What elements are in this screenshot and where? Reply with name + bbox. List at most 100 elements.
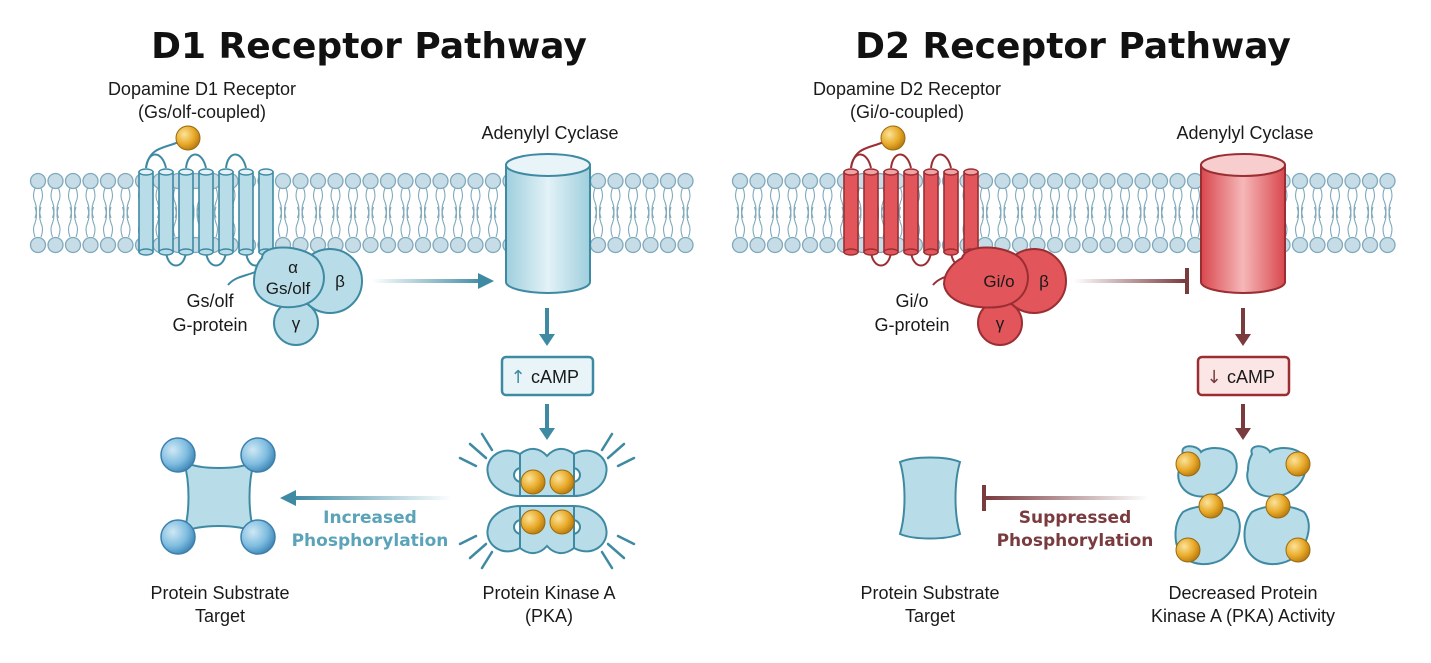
d2-pka-sublabel: Kinase A (PKA) Activity <box>1151 606 1335 626</box>
d1-pka-sublabel: (PKA) <box>525 606 573 626</box>
d1-cyclase-label: Adenylyl Cyclase <box>481 123 618 143</box>
alpha-label: α <box>288 258 298 277</box>
d1-phos-label: Increased <box>323 508 417 528</box>
transmembrane-helix <box>138 168 154 256</box>
lipid-head-icon <box>1169 172 1186 190</box>
lipid-head-icon <box>414 172 432 190</box>
transmembrane-helix <box>258 168 274 256</box>
camp-molecule-icon <box>549 469 575 495</box>
lipid-head-icon <box>467 236 484 254</box>
lipid-head-icon <box>1309 236 1326 254</box>
lipid-head-icon <box>1344 236 1361 254</box>
beta-label: β <box>1039 272 1049 291</box>
lipid-head-icon <box>82 236 99 254</box>
d2-receptor-coupling: (Gi/o-coupled) <box>850 102 964 122</box>
lipid-head-icon <box>749 172 766 190</box>
lipid-head-icon <box>1099 172 1116 190</box>
d1-title: D1 Receptor Pathway <box>151 26 587 67</box>
lipid-head-icon <box>1134 172 1151 190</box>
transmembrane-helix <box>843 168 859 256</box>
lipid-head-icon <box>1011 172 1029 190</box>
d2-gprotein-sublabel: G-protein <box>874 315 949 335</box>
d2-pka-label: Decreased Protein <box>1168 583 1317 603</box>
d2-pka-inactive <box>1174 445 1311 566</box>
d2-title: D2 Receptor Pathway <box>855 26 1291 67</box>
camp-molecule-icon <box>1285 451 1311 477</box>
lipid-head-icon <box>1326 236 1344 254</box>
up-arrow-icon: ↑ <box>510 367 525 388</box>
lipid-head-icon <box>467 172 484 190</box>
lipid-head-icon <box>784 172 801 190</box>
transmembrane-helix <box>178 168 194 256</box>
lipid-head-icon <box>801 236 819 254</box>
lipid-head-icon <box>1029 172 1046 190</box>
phosphate-icon <box>160 519 196 555</box>
camp-molecule-icon <box>1285 537 1311 563</box>
d1-adenylyl-cyclase <box>505 153 591 294</box>
d1-arrow-to-camp <box>539 308 555 346</box>
lipid-head-icon <box>607 172 624 190</box>
lipid-head-icon <box>1379 236 1396 254</box>
lipid-head-icon <box>1046 236 1064 254</box>
lipid-head-icon <box>589 172 607 190</box>
lipid-head-icon <box>117 172 134 190</box>
transmembrane-helix <box>863 168 879 256</box>
lipid-head-icon <box>1291 172 1309 190</box>
lipid-head-icon <box>449 236 467 254</box>
transmembrane-helix <box>238 168 254 256</box>
lipid-head-icon <box>1309 172 1326 190</box>
alpha-subunit <box>942 246 1029 309</box>
lipid-head-icon <box>677 236 694 254</box>
lipid-head-icon <box>397 172 414 190</box>
lipid-head-icon <box>1064 236 1081 254</box>
d2-substrate <box>898 456 962 540</box>
lipid-head-icon <box>99 236 117 254</box>
d1-activation-arrow <box>372 273 494 289</box>
membrane-right <box>731 172 1396 254</box>
lipid-head-icon <box>589 236 607 254</box>
d2-substrate-sublabel: Target <box>905 606 955 626</box>
lipid-head-icon <box>414 236 432 254</box>
d1-receptor-coupling: (Gs/olf-coupled) <box>138 102 266 122</box>
lipid-head-icon <box>1116 172 1134 190</box>
d1-pka-label: Protein Kinase A <box>482 583 615 603</box>
lipid-head-icon <box>117 236 134 254</box>
lipid-head-icon <box>99 172 117 190</box>
beta-label: β <box>335 272 345 291</box>
transmembrane-helix <box>903 168 919 256</box>
lipid-head-icon <box>677 172 694 190</box>
lipid-head-icon <box>766 236 784 254</box>
camp-molecule-icon <box>520 509 546 535</box>
d2-substrate-label: Protein Substrate <box>860 583 999 603</box>
transmembrane-helix <box>883 168 899 256</box>
lipid-head-icon <box>29 172 47 190</box>
lipid-head-icon <box>749 236 766 254</box>
camp-molecule-icon <box>520 469 546 495</box>
transmembrane-helix <box>198 168 214 256</box>
lipid-head-icon <box>624 236 642 254</box>
d2-camp-label: cAMP <box>1227 367 1275 387</box>
d1-phos-sublabel: Phosphorylation <box>292 531 449 551</box>
lipid-head-icon <box>1081 172 1099 190</box>
lipid-head-icon <box>801 172 819 190</box>
lipid-head-icon <box>1064 172 1081 190</box>
lipid-head-icon <box>1046 172 1064 190</box>
lipid-head-icon <box>379 172 397 190</box>
lipid-head-icon <box>607 236 624 254</box>
lipid-head-icon <box>1081 236 1099 254</box>
d1-arrow-to-pka <box>539 404 555 440</box>
lipid-head-icon <box>64 236 82 254</box>
d2-inhibition-arrow <box>1074 268 1189 294</box>
pka-subunit <box>573 504 608 553</box>
pka-subunit <box>486 449 521 498</box>
lipid-head-icon <box>642 236 659 254</box>
lipid-head-icon <box>1116 236 1134 254</box>
d2-receptor <box>843 125 979 286</box>
camp-molecule-icon <box>549 509 575 535</box>
camp-molecule-icon <box>1175 537 1201 563</box>
lipid-head-icon <box>344 236 362 254</box>
d1-g-protein: α Gs/olf β γ <box>252 246 363 346</box>
lipid-head-icon <box>274 172 292 190</box>
dopamine-ligand-icon <box>880 125 906 151</box>
pka-subunit <box>486 504 521 553</box>
